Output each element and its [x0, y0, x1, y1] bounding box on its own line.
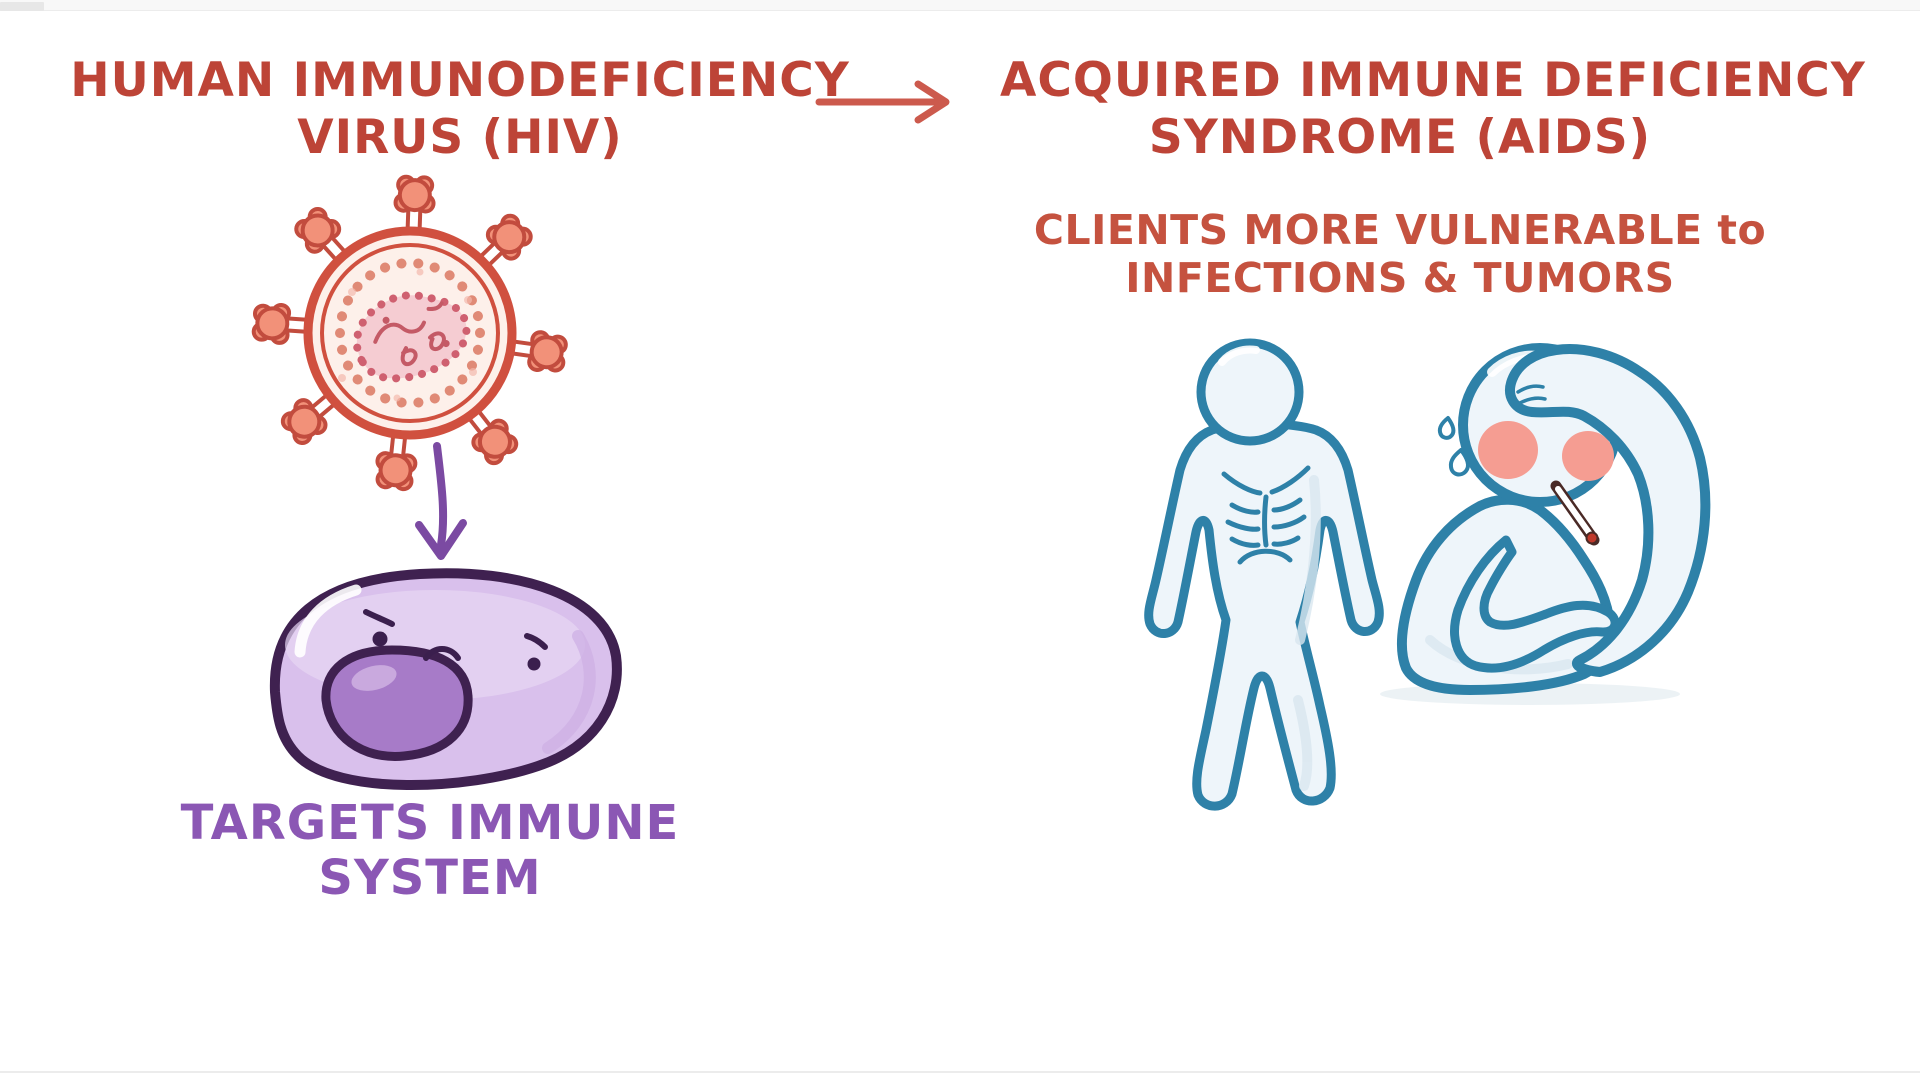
cheek-right [1562, 431, 1614, 481]
aids-subtitle: CLIENTS MORE VULNERABLE to INFECTIONS & … [1020, 206, 1780, 302]
hiv-title-line2: VIRUS (HIV) [297, 110, 623, 165]
immune-cell-illustration [269, 568, 622, 791]
thin-head [1196, 338, 1304, 446]
hand-finger-lines [1516, 384, 1547, 405]
hiv-caption: TARGETS IMMUNE SYSTEM [160, 796, 700, 906]
sweat-drops-icon [1437, 416, 1471, 477]
aids-title-line1: ACQUIRED IMMUNE DEFICIENCY [1000, 53, 1866, 108]
cell-eye-left [372, 631, 388, 647]
cell-nucleus [321, 645, 473, 761]
nucleus-highlight [351, 665, 397, 691]
feverish-person-illustration [1380, 343, 1711, 705]
aids-subtitle-line2: INFECTIONS & TUMORS [1125, 254, 1675, 302]
thin-body-shading [1293, 475, 1321, 791]
letterbox-bottom [0, 1071, 1920, 1073]
virus-speckles [338, 268, 477, 402]
thermometer-icon [1550, 480, 1600, 546]
cell-face [363, 609, 548, 661]
aids-subtitle-line1: CLIENTS MORE VULNERABLE to [1033, 206, 1767, 254]
sick-raised-arm [1505, 344, 1711, 677]
emaciated-person-illustration [1144, 338, 1384, 811]
hiv-title-line1: HUMAN IMMUNODEFICIENCY [70, 53, 850, 108]
down-arrow-icon [415, 442, 467, 560]
hiv-virus-illustration [251, 176, 570, 493]
cheek-left [1478, 421, 1538, 479]
thin-body [1144, 419, 1384, 811]
hiv-title: HUMAN IMMUNODEFICIENCY VIRUS (HIV) [60, 52, 860, 166]
virus-capsid [352, 291, 471, 383]
cell-eye-right [527, 657, 541, 671]
thin-ribs [1221, 465, 1311, 565]
letterbox-top [0, 0, 1920, 11]
hiv-caption-line1: TARGETS IMMUNE [180, 795, 680, 851]
hiv-caption-line2: SYSTEM [318, 850, 542, 906]
virus-inner-ring [320, 243, 500, 423]
cell-highlight [294, 584, 362, 658]
virus-bead-ring [335, 258, 485, 408]
thin-head-highlight [1218, 345, 1260, 366]
aids-title-line2: SYNDROME (AIDS) [1148, 110, 1652, 165]
corner-mark [0, 2, 44, 11]
cell-right-sheen [542, 630, 596, 754]
right-arrow-icon [815, 80, 950, 124]
aids-title: ACQUIRED IMMUNE DEFICIENCY SYNDROME (AID… [1000, 52, 1866, 166]
